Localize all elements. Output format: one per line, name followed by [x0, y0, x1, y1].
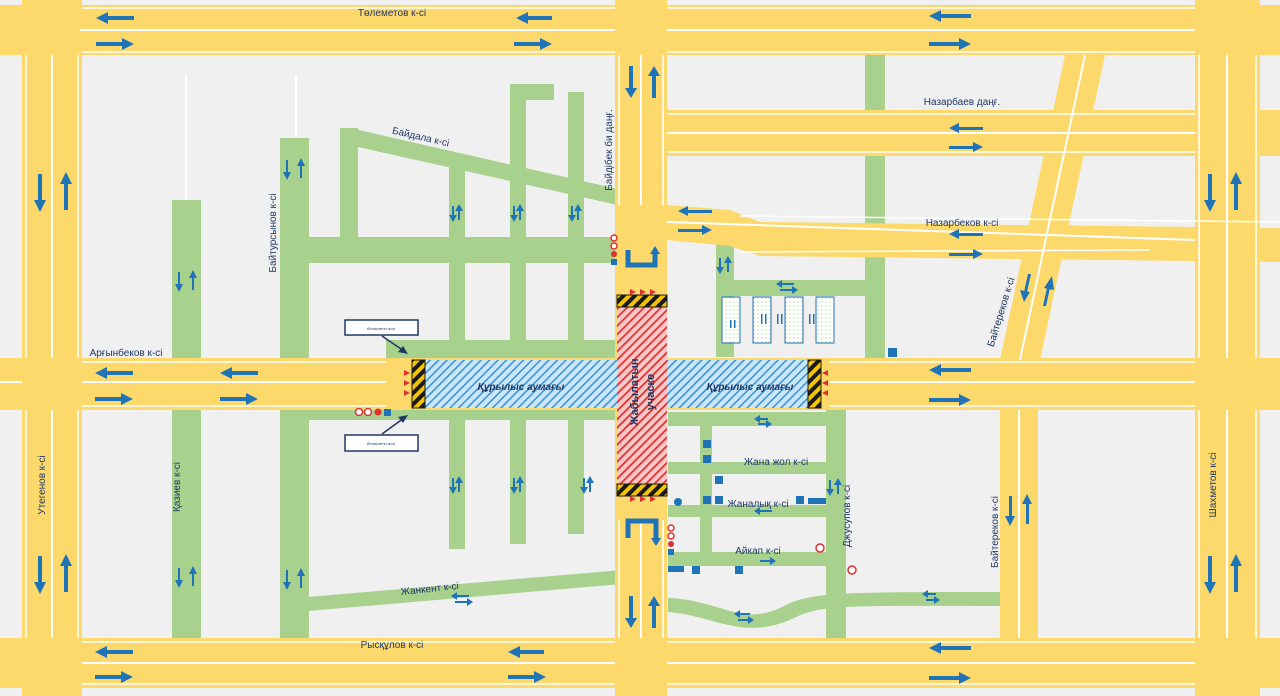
- street-label-telemetov: Төлеметов к-сі: [358, 8, 426, 19]
- barrier-north: [616, 294, 668, 308]
- local-road-arrows: [175, 158, 940, 624]
- u-turn-north-icon: [625, 246, 660, 268]
- construction-zone-right: Құрылыс аумағы: [667, 360, 808, 408]
- street-label-argynbekov: Арғынбеков к-сі: [90, 347, 163, 359]
- speed-limit-sign-icon: [610, 234, 618, 242]
- chevron-markers: [404, 289, 828, 502]
- closed-section-label-1: Жабылатын: [629, 359, 641, 427]
- info-sign-icon: [384, 409, 391, 416]
- speed-limit-sign-icon: [354, 407, 364, 417]
- info-sign-icon: [703, 455, 711, 463]
- barrier-east: [807, 359, 822, 409]
- street-label-zhana-zhol: Жана жол к-сі: [744, 457, 808, 468]
- closed-section: Жабылатын учаске: [617, 305, 667, 485]
- note-box-top: Өткізілетін жол: [344, 319, 419, 354]
- barrier-west: [411, 359, 426, 409]
- parking-sign-icon: [888, 348, 897, 357]
- info-sign-icon: [668, 566, 684, 572]
- road-edge-lines: [25, 7, 1280, 685]
- no-entry-sign-icon: [611, 251, 617, 257]
- road-signs: [354, 234, 897, 575]
- no-entry-sign-icon: [668, 541, 674, 547]
- u-turn-south-icon: [625, 518, 661, 546]
- street-label-baitursynov: Байтурсынов к-сі: [268, 193, 279, 272]
- info-sign-icon: [668, 549, 674, 555]
- street-label-ugetenov: Утегенов к-сі: [37, 455, 48, 514]
- lane-lines: [0, 29, 1228, 664]
- info-sign-icon: [735, 566, 743, 574]
- note-bottom-text: Өткізілетін жол: [367, 441, 396, 446]
- street-label-dzhusupov: Джусупов к-сі: [842, 485, 853, 547]
- street-label-nazarbekov: Назарбеков к-сі: [926, 217, 999, 229]
- construction-zone-right-label: Құрылыс аумағы: [707, 382, 794, 393]
- info-sign-icon: [703, 496, 711, 504]
- street-label-aikap: Айкап к-сі: [735, 546, 781, 557]
- speed-limit-sign-icon: [610, 242, 618, 250]
- info-sign-icon: [611, 259, 617, 265]
- street-label-baidibek: Байдібек би даңғ.: [603, 109, 615, 191]
- speed-limit-sign-icon: [667, 524, 675, 532]
- street-label-shakhmetov: Шахметов к-сі: [1208, 453, 1219, 518]
- speed-limit-sign-icon: [667, 532, 675, 540]
- warning-sign-icon: [674, 498, 682, 506]
- closed-section-label-2: учаске: [645, 374, 657, 410]
- note-box-bottom: Өткізілетін жол: [344, 415, 419, 452]
- no-entry-sign-icon: [847, 565, 857, 575]
- info-sign-icon: [715, 496, 723, 504]
- barrier-south: [616, 483, 668, 497]
- barriers: [411, 294, 822, 497]
- no-entry-sign-icon: [815, 543, 825, 553]
- street-label-zhanalyk: Жаналық к-сі: [727, 499, 788, 510]
- info-sign-icon: [692, 566, 700, 574]
- street-label-ryskulov: Рысқұлов к-сі: [361, 640, 424, 651]
- no-entry-sign-icon: [374, 408, 382, 416]
- street-label-nazarbaev: Назарбаев даңғ.: [924, 96, 1000, 108]
- construction-zone-left: Құрылыс аумағы: [425, 360, 617, 408]
- info-sign-icon: [715, 476, 723, 484]
- info-sign-icon: [808, 498, 826, 504]
- info-sign-icon: [796, 496, 804, 504]
- street-label-kaziev: Қазиев к-сі: [172, 462, 183, 512]
- construction-zone-left-label: Құрылыс аумағы: [478, 382, 565, 393]
- speed-limit-sign-icon: [363, 407, 373, 417]
- note-top-text: Өткізілетін жол: [367, 326, 396, 331]
- info-sign-icon: [703, 440, 711, 448]
- direction-arrows: [34, 10, 1242, 684]
- street-label-baiterekov-bottom: Байтереков к-сі: [990, 496, 1001, 568]
